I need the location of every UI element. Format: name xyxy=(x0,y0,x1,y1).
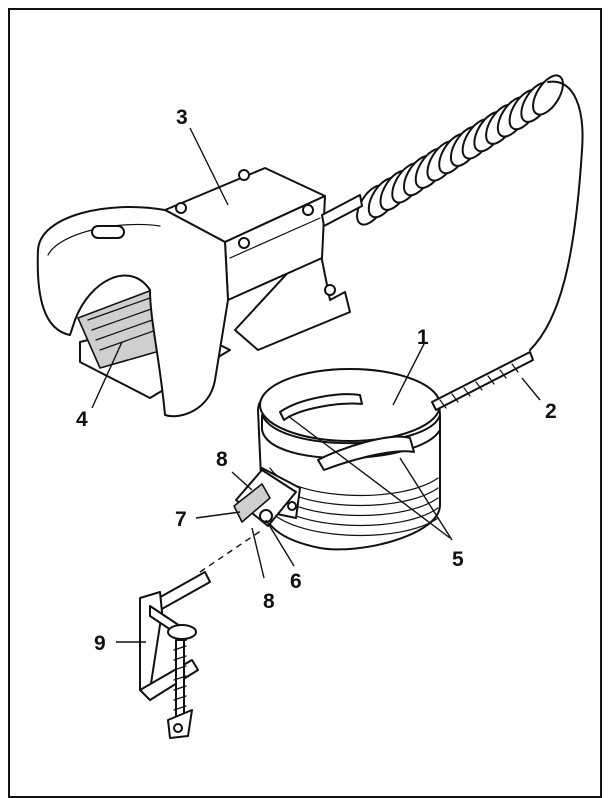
cable-coil-loop xyxy=(532,74,564,116)
foot-pedal-unit xyxy=(36,167,363,418)
callout-3: 3 xyxy=(176,106,188,129)
control-base-unit xyxy=(257,351,534,551)
callout-4: 4 xyxy=(76,408,88,431)
coiled-cable xyxy=(356,74,584,351)
callout-1: 1 xyxy=(417,326,429,349)
cable-connector xyxy=(233,467,301,527)
callout-2: 2 xyxy=(545,400,557,423)
callout-9: 9 xyxy=(94,632,106,655)
leader-lines xyxy=(91,127,541,643)
callout-7: 7 xyxy=(175,508,187,531)
callout-8-bottom: 8 xyxy=(263,590,275,613)
assembly-guide-line xyxy=(199,529,263,573)
mounting-clamp xyxy=(139,571,211,739)
callout-5: 5 xyxy=(452,548,464,571)
callout-labels: 1 2 3 4 5 6 7 8 8 9 xyxy=(76,106,557,655)
callout-6: 6 xyxy=(290,570,302,593)
callout-8-top: 8 xyxy=(216,448,228,471)
foot-switch-diagram: 1 2 3 4 5 6 7 8 8 9 xyxy=(36,74,584,739)
